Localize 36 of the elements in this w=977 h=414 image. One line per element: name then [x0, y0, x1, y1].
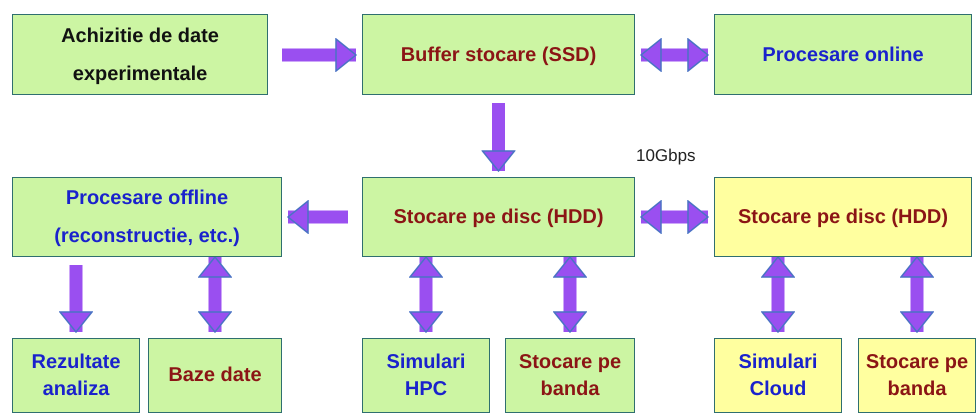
process-box — [12, 14, 268, 95]
process-box — [714, 14, 972, 95]
process-box — [714, 177, 972, 257]
box-text: Baze date — [168, 363, 262, 388]
block-arrow — [59, 265, 93, 333]
process-box — [362, 338, 490, 413]
box-text: Achizitie de date experimentale — [60, 24, 220, 86]
box-text: Stocare pe banda — [865, 350, 969, 402]
edge-label: 10Gbps — [634, 146, 698, 166]
block-arrow — [900, 256, 934, 333]
box-text: Rezultate analiza — [30, 350, 122, 402]
process-box — [505, 338, 635, 413]
box-text: Simulari Cloud — [738, 350, 818, 402]
block-arrow — [553, 256, 587, 333]
box-text: Simulari HPC — [386, 350, 466, 402]
block-arrow — [640, 38, 709, 72]
box-text: Procesare online — [762, 42, 924, 68]
process-box — [12, 177, 282, 257]
block-arrow — [482, 103, 516, 172]
block-arrow — [198, 256, 232, 333]
block-arrow — [761, 256, 795, 333]
process-box — [148, 338, 282, 413]
process-box — [12, 338, 140, 413]
box-text: Stocare pe banda — [518, 350, 622, 402]
box-text: Procesare offline (reconstructie, etc.) — [53, 186, 241, 249]
process-box — [858, 338, 976, 413]
process-box — [714, 338, 842, 413]
box-text: Stocare pe disc (HDD) — [738, 205, 948, 230]
box-text: Buffer stocare (SSD) — [400, 42, 596, 68]
process-box — [362, 14, 635, 95]
process-box — [362, 177, 635, 257]
block-arrow — [287, 200, 348, 234]
box-text: Stocare pe disc (HDD) — [393, 205, 604, 230]
block-arrow — [640, 200, 709, 234]
block-arrow — [409, 256, 443, 333]
block-arrow — [282, 38, 357, 72]
